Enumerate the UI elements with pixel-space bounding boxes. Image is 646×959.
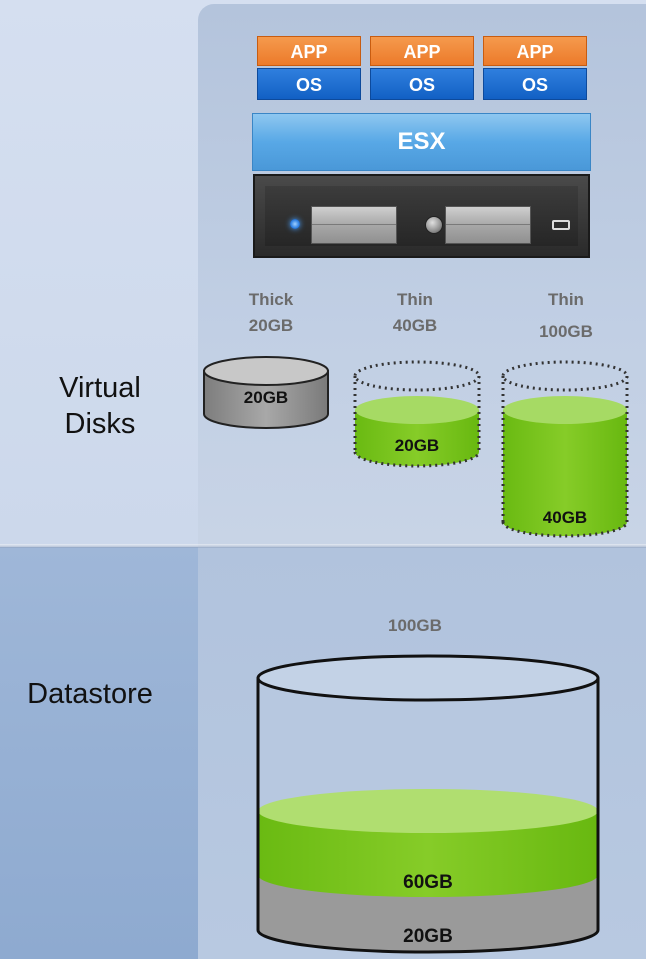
- virtual-disks-label-line2: Disks: [64, 408, 136, 440]
- server-face: [265, 186, 578, 246]
- disk-size: 20GB: [248, 316, 294, 335]
- esx-hypervisor: ESX: [252, 113, 591, 171]
- thin-disk-100-cylinder: 40GB: [501, 360, 629, 538]
- thick-disk-used: 20GB: [244, 388, 288, 407]
- app-box: APP: [370, 36, 474, 66]
- vm-1: APP OS: [257, 36, 361, 100]
- app-box: APP: [483, 36, 587, 66]
- datastore-cylinder: 60GB 20GB: [256, 654, 600, 954]
- thin-disk-100-used: 40GB: [543, 508, 587, 527]
- disk-2-label: Thin 40GB: [370, 287, 460, 339]
- disk-type: Thin: [548, 290, 584, 309]
- vm-2: APP OS: [370, 36, 474, 100]
- power-led-icon: [290, 219, 300, 229]
- usb-slot-icon: [552, 220, 570, 230]
- disk-1-label: Thick 20GB: [226, 287, 316, 339]
- disk-size: 100GB: [539, 322, 593, 341]
- os-box: OS: [370, 68, 474, 100]
- disk-3-label: Thin 100GB: [516, 287, 616, 345]
- datastore-thick-used: 20GB: [403, 926, 453, 947]
- datastore-capacity: 100GB: [388, 616, 442, 635]
- os-box: OS: [257, 68, 361, 100]
- datastore-thin-used: 60GB: [403, 872, 453, 893]
- os-box: OS: [483, 68, 587, 100]
- virtual-disks-label-line1: Virtual: [59, 372, 141, 404]
- thin-disk-40-used: 20GB: [395, 436, 439, 455]
- drive-bay-left: [311, 206, 397, 244]
- power-button-icon: [425, 216, 443, 234]
- server-hardware: [253, 174, 590, 258]
- datastore-label: Datastore: [27, 678, 153, 710]
- disk-type: Thin: [397, 290, 433, 309]
- app-box: APP: [257, 36, 361, 66]
- virtual-disks-label: Virtual Disks: [0, 370, 200, 442]
- thin-disk-40-cylinder: 20GB: [353, 360, 481, 468]
- drive-bay-right: [445, 206, 531, 244]
- thick-disk-cylinder: 20GB: [203, 356, 329, 429]
- section-divider: [0, 544, 646, 548]
- disk-type: Thick: [248, 290, 294, 309]
- disk-size: 40GB: [392, 316, 438, 335]
- vm-3: APP OS: [483, 36, 587, 100]
